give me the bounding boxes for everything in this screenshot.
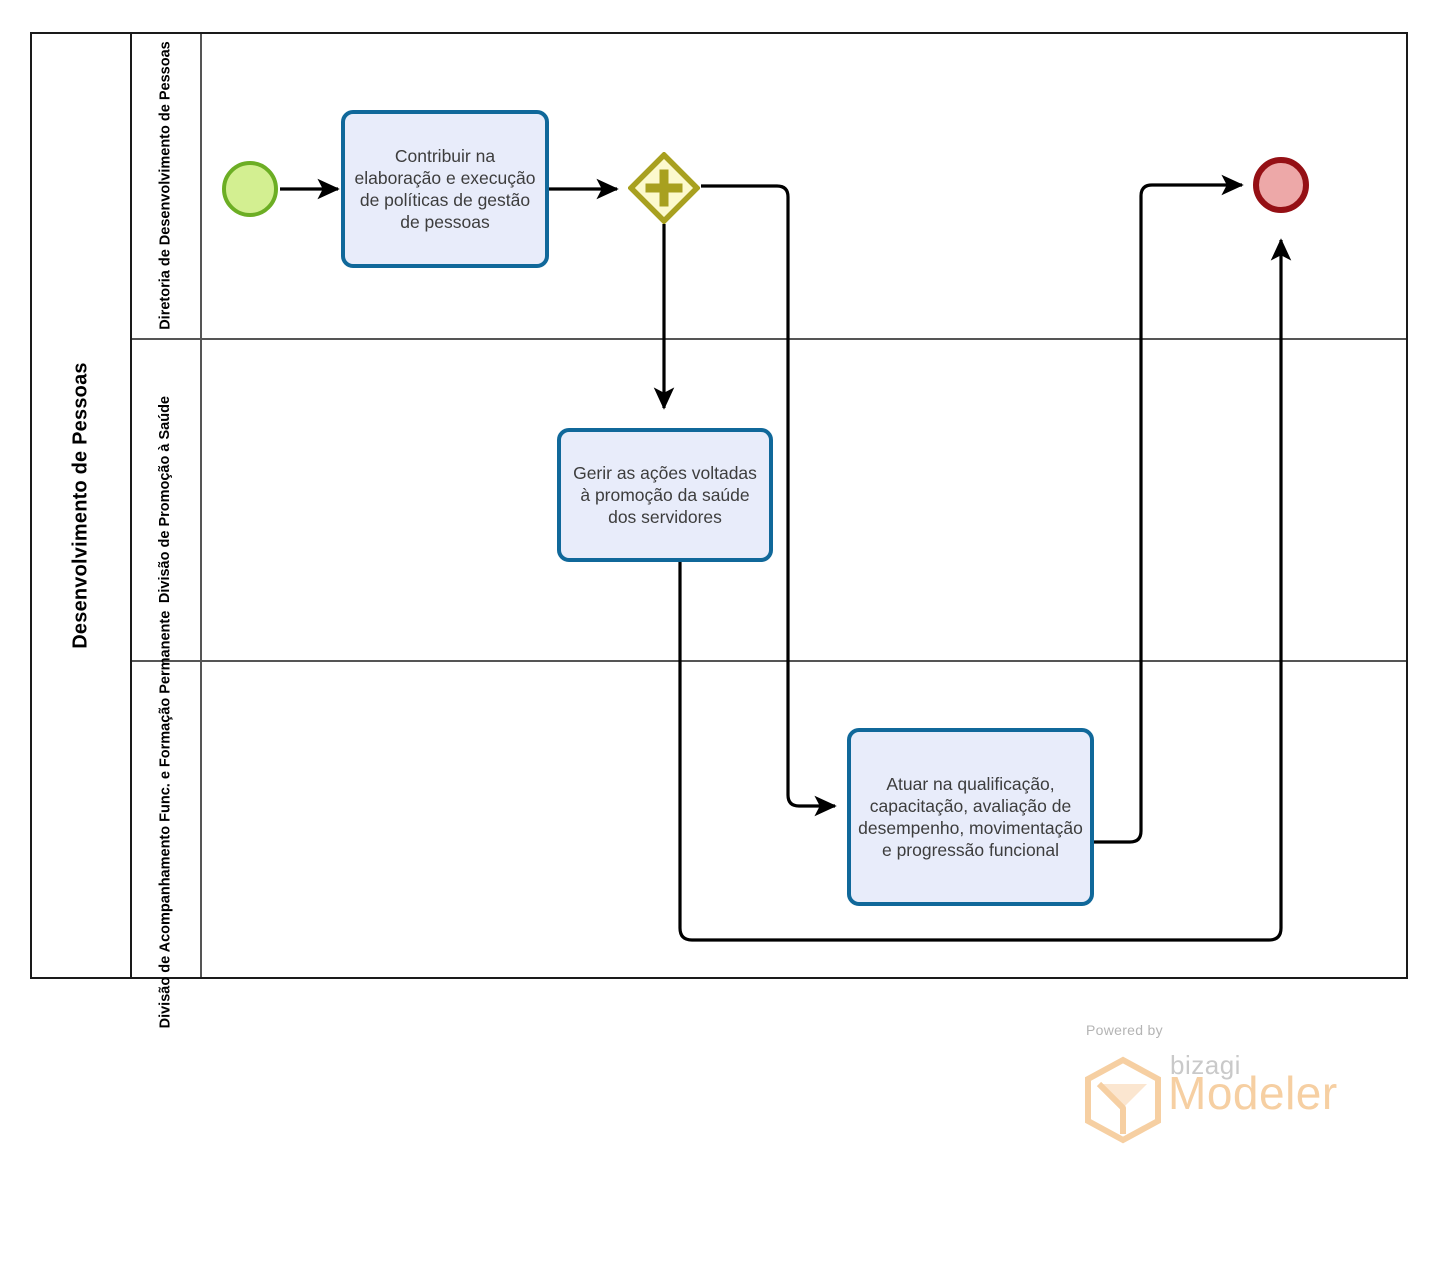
task-contribuir-politicas-gestao-pessoas[interactable]: Contribuir na elaboração e execução de p… — [341, 110, 549, 268]
lane-label-acompanhamento: Divisão de Acompanhamento Func. e Formaç… — [157, 610, 174, 1029]
pool-header: Desenvolvimento de Pessoas — [32, 34, 132, 977]
lane-label-promocao-saude: Divisão de Promoção à Saúde — [157, 396, 174, 604]
end-event[interactable] — [1253, 157, 1309, 213]
lane-header-diretoria: Diretoria de Desenvolvimento de Pessoas — [132, 34, 202, 338]
lane-header-promocao-saude: Divisão de Promoção à Saúde — [132, 340, 202, 660]
bizagi-hexagon-logo-icon — [1085, 1056, 1161, 1144]
modeler-wordmark: Modeler — [1168, 1067, 1338, 1119]
task-label: Atuar na qualificação, capacitação, aval… — [858, 773, 1083, 861]
start-event[interactable] — [222, 161, 278, 217]
task-label: Contribuir na elaboração e execução de p… — [354, 145, 536, 233]
lane-body-acompanhamento — [202, 662, 1406, 977]
powered-by-label: Powered by — [1086, 1022, 1163, 1038]
bizagi-wordmark: bizagi — [1170, 1050, 1241, 1080]
task-gerir-acoes-promocao-saude[interactable]: Gerir as ações voltadas à promoção da sa… — [557, 428, 773, 562]
parallel-gateway[interactable] — [627, 151, 701, 225]
task-label: Gerir as ações voltadas à promoção da sa… — [573, 462, 757, 528]
lane-diretoria-de-desenvolvimento-de-pessoas[interactable]: Diretoria de Desenvolvimento de Pessoas — [132, 34, 1406, 340]
parallel-gateway-icon — [627, 151, 701, 225]
lane-body-promocao-saude — [202, 340, 1406, 660]
lane-label-diretoria: Diretoria de Desenvolvimento de Pessoas — [157, 41, 174, 331]
pool-title: Desenvolvimento de Pessoas — [69, 362, 92, 649]
lane-header-acompanhamento: Divisão de Acompanhamento Func. e Formaç… — [132, 611, 202, 1028]
task-atuar-qualificacao-capacitacao[interactable]: Atuar na qualificação, capacitação, aval… — [847, 728, 1094, 906]
lane-divisao-de-acompanhamento[interactable]: Divisão de Acompanhamento Func. e Formaç… — [132, 611, 1406, 1028]
bizagi-modeler-branding: Powered by bizagi Modeler — [1082, 1022, 1342, 1144]
